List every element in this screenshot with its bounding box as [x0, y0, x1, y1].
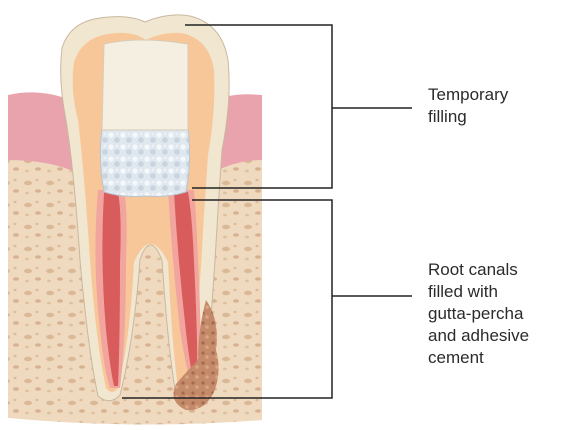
- crown-cavity: [102, 40, 188, 130]
- label-root-canals-line-3: gutta-percha: [428, 303, 529, 325]
- label-root-canals-line-4: and adhesive: [428, 325, 529, 347]
- label-root-canals: Root canals filled with gutta-percha and…: [428, 259, 529, 369]
- label-temporary-filling-line-1: Temporary: [428, 84, 508, 106]
- label-root-canals-line-1: Root canals: [428, 259, 529, 281]
- label-temporary-filling-line-2: filling: [428, 106, 508, 128]
- temporary-filling: [100, 128, 189, 197]
- label-temporary-filling: Temporary filling: [428, 84, 508, 128]
- label-root-canals-line-5: cement: [428, 347, 529, 369]
- label-root-canals-line-2: filled with: [428, 281, 529, 303]
